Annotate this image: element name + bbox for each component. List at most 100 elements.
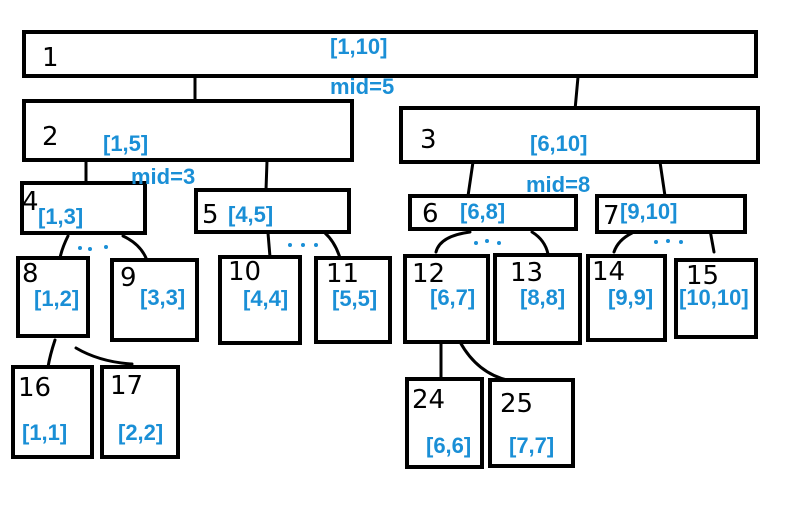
edge-6-12 xyxy=(434,230,472,254)
node-box xyxy=(100,365,180,459)
dot xyxy=(666,239,670,243)
node-12: 12 [6,7] xyxy=(403,254,490,344)
node-box xyxy=(110,258,199,342)
edge-4-8 xyxy=(58,234,70,260)
dot xyxy=(301,243,305,247)
mid-label-right: mid=8 xyxy=(526,172,590,197)
node-2: 2 [1,5] xyxy=(22,99,354,162)
node-index: 6 xyxy=(422,199,439,229)
node-index: 16 xyxy=(18,373,51,403)
node-1: 1 [1,10] xyxy=(22,30,758,78)
node-16: 16 [1,1] xyxy=(11,365,94,459)
node-box xyxy=(218,255,302,345)
node-index: 24 xyxy=(412,385,445,415)
node-box xyxy=(399,106,760,164)
mid-label-left: mid=3 xyxy=(131,164,195,189)
mid-label-root: mid=5 xyxy=(330,74,394,99)
edge-3-7 xyxy=(658,160,667,198)
dot xyxy=(679,240,683,244)
node-index: 5 xyxy=(202,200,219,230)
tree-edges xyxy=(46,75,716,384)
node-13: 13 [8,8] xyxy=(493,253,582,345)
dot xyxy=(485,239,489,243)
node-box xyxy=(488,378,575,468)
node-range: [8,8] xyxy=(520,285,565,310)
dot xyxy=(497,241,501,245)
edge-2-5 xyxy=(264,159,269,192)
node-box xyxy=(194,188,351,234)
node-index: 12 xyxy=(412,259,445,289)
node-range: [6,8] xyxy=(460,199,505,224)
node-9: 9 [3,3] xyxy=(110,258,199,342)
node-index: 1 xyxy=(42,43,59,73)
node-box xyxy=(20,181,147,235)
node-range: [1,2] xyxy=(34,286,79,311)
node-box xyxy=(405,377,484,469)
node-box xyxy=(493,253,582,345)
node-index: 25 xyxy=(500,389,533,419)
node-7: 7 [9,10] xyxy=(595,194,747,234)
node-range: [6,7] xyxy=(430,285,475,310)
node-box xyxy=(22,30,758,78)
node-index: 13 xyxy=(510,258,543,288)
node-index: 14 xyxy=(592,257,625,287)
node-index: 10 xyxy=(228,257,261,287)
node-box xyxy=(11,365,94,459)
node-14: 14 [9,9] xyxy=(586,254,667,342)
node-index: 9 xyxy=(120,263,137,293)
node-range: [2,2] xyxy=(118,420,163,445)
edge-12-25 xyxy=(458,340,520,384)
node-6: 6 [6,8] xyxy=(408,194,578,231)
dot xyxy=(654,240,658,244)
dot xyxy=(88,247,92,251)
node-index: 8 xyxy=(22,259,39,289)
node-3: 3 [6,10] xyxy=(399,106,760,164)
node-8: 8 [1,2] xyxy=(16,256,90,338)
edge-3-6 xyxy=(466,160,475,198)
dot xyxy=(474,241,478,245)
node-box xyxy=(403,254,490,344)
node-range: [9,10] xyxy=(620,199,677,224)
node-range: [4,4] xyxy=(243,286,288,311)
node-11: 11 [5,5] xyxy=(314,256,392,344)
edge-7-14 xyxy=(612,231,634,254)
node-10: 10 [4,4] xyxy=(218,255,302,345)
node-range: [3,3] xyxy=(140,285,185,310)
ellipsis-dots xyxy=(78,239,683,251)
node-25: 25 [7,7] xyxy=(488,378,575,468)
dot xyxy=(314,243,318,247)
node-range: [6,6] xyxy=(426,433,471,458)
node-box xyxy=(314,256,392,344)
node-range: [10,10] xyxy=(679,285,749,310)
node-5: 5 [4,5] xyxy=(194,188,351,234)
node-range: [6,10] xyxy=(530,131,587,156)
node-range: [1,1] xyxy=(22,420,67,445)
edge-5-10 xyxy=(266,231,272,259)
node-range: [9,9] xyxy=(608,285,653,310)
edge-4-9 xyxy=(121,234,148,260)
node-range: [5,5] xyxy=(332,286,377,311)
node-17: 17 [2,2] xyxy=(100,365,180,459)
dot xyxy=(104,245,108,249)
node-index: 7 xyxy=(603,201,620,231)
edge-1-3 xyxy=(573,75,580,112)
edge-5-11 xyxy=(323,231,342,260)
node-box xyxy=(408,194,578,231)
dot xyxy=(288,243,292,247)
node-index: 17 xyxy=(110,371,143,401)
node-4: 4 [1,3] xyxy=(20,181,147,235)
node-box xyxy=(586,254,667,342)
edge-6-13 xyxy=(530,230,550,256)
edge-8-17 xyxy=(74,346,134,366)
node-index: 4 xyxy=(22,187,39,217)
node-range: [1,5] xyxy=(103,131,148,156)
node-15: 15 [10,10] xyxy=(674,258,758,339)
dot xyxy=(78,246,82,250)
edge-8-16 xyxy=(46,338,57,369)
node-box xyxy=(595,194,747,234)
node-24: 24 [6,6] xyxy=(405,377,484,469)
node-box xyxy=(674,258,758,339)
node-index: 15 xyxy=(686,261,719,291)
node-range: [1,10] xyxy=(330,34,387,59)
